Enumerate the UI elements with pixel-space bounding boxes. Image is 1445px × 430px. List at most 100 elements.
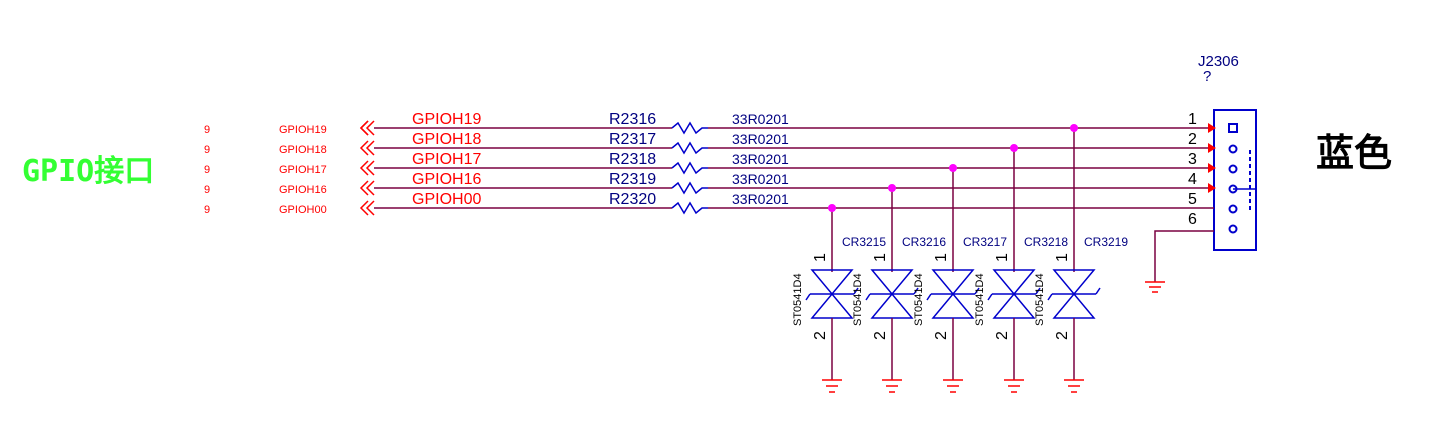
ground-icon <box>943 379 963 393</box>
svg-text:2: 2 <box>933 331 950 340</box>
pin-arrow-icon <box>1208 123 1216 133</box>
net-row: 9 GPIOH18 GPIOH18 R2317 33R0201 <box>204 131 1216 156</box>
resistor-icon <box>671 141 708 155</box>
resistor-icon <box>671 161 708 175</box>
ground-icon <box>822 379 842 393</box>
pin-6-circle <box>1228 224 1238 234</box>
svg-text:1: 1 <box>933 253 950 262</box>
net-rows: 9 GPIOH19 GPIOH19 R2316 33R0201 9 GPIOH1… <box>204 111 1216 216</box>
svg-text:2: 2 <box>872 331 889 340</box>
resistor-ref: R2320 <box>609 191 656 208</box>
junction-dot <box>949 164 957 172</box>
pin-arrow-icon <box>1208 163 1216 173</box>
svg-text:ST0541D4: ST0541D4 <box>852 273 864 326</box>
pin-1-square <box>1228 123 1238 133</box>
pin-arrow-icon <box>1208 143 1216 153</box>
ground-icon <box>1004 379 1024 393</box>
pin-3-circle <box>1228 164 1238 174</box>
svg-text:1: 1 <box>812 253 829 262</box>
svg-text:ST0541D4: ST0541D4 <box>913 273 925 326</box>
svg-text:ST0541D4: ST0541D4 <box>974 273 986 326</box>
junction-dot <box>1010 144 1018 152</box>
pin-number: 2 <box>1188 131 1197 148</box>
sheet-number: 9 <box>204 184 210 196</box>
svg-text:ST0541D4: ST0541D4 <box>1034 273 1046 326</box>
ground-icon <box>1064 379 1084 393</box>
tvs-drops <box>831 128 1075 272</box>
junction-dot <box>828 204 836 212</box>
off-page-connector-icon <box>359 160 375 176</box>
off-page-connector-icon <box>359 180 375 196</box>
connector-ref: J2306 <box>1198 53 1239 70</box>
resistor-value: 33R0201 <box>732 131 789 147</box>
color-note: 蓝色 <box>1316 131 1393 175</box>
svg-text:1: 1 <box>994 253 1011 262</box>
tvs-part-numbers: ST0541D4 ST0541D4 ST0541D4 ST0541D4 ST05… <box>792 273 1046 326</box>
tvs-ref: CR3219 <box>1084 235 1128 249</box>
ground-symbol <box>1145 281 1165 293</box>
pin-number: 4 <box>1188 171 1197 188</box>
sheet-number: 9 <box>204 164 210 176</box>
port-label: GPIOH18 <box>279 144 327 156</box>
svg-text:2: 2 <box>1054 331 1071 340</box>
net-row: 9 GPIOH16 GPIOH16 R2319 33R0201 <box>204 171 1216 196</box>
ground-icon <box>882 379 902 393</box>
port-label: GPIOH16 <box>279 184 327 196</box>
tvs-ref: CR3215 <box>842 235 886 249</box>
net-row: 9 GPIOH00 GPIOH00 R2320 33R0201 <box>204 191 1214 216</box>
resistor-value: 33R0201 <box>732 171 789 187</box>
page-title-gpio: GPIO接口 <box>22 154 155 189</box>
pin-5-circle <box>1228 204 1238 214</box>
resistor-ref: R2316 <box>609 111 656 128</box>
net-label: GPIOH00 <box>412 191 481 208</box>
tvs-diode-icon <box>1047 269 1101 319</box>
tvs-diode-icon <box>865 269 919 319</box>
resistor-ref: R2317 <box>609 131 656 148</box>
junction-dots <box>828 124 1078 212</box>
tvs-ground-wires <box>831 318 1075 380</box>
tvs-diodes <box>805 269 1101 319</box>
port-label: GPIOH19 <box>279 124 327 136</box>
pin-4-circle <box>1228 184 1238 194</box>
pin-number: 1 <box>1188 111 1197 128</box>
connector-j2306: J2306 ? 1 2 3 4 5 6 <box>1145 53 1257 293</box>
svg-text:1: 1 <box>1054 253 1071 262</box>
net-label: GPIOH16 <box>412 171 481 188</box>
net-row: 9 GPIOH19 GPIOH19 R2316 33R0201 <box>204 111 1216 136</box>
tvs-diode-icon <box>805 269 859 319</box>
pin-2-circle <box>1228 144 1238 154</box>
port-label: GPIOH17 <box>279 164 327 176</box>
resistor-value: 33R0201 <box>732 191 789 207</box>
sheet-number: 9 <box>204 144 210 156</box>
svg-text:ST0541D4: ST0541D4 <box>792 273 804 326</box>
off-page-connector-icon <box>359 140 375 156</box>
resistor-ref: R2319 <box>609 171 656 188</box>
svg-text:1: 1 <box>872 253 889 262</box>
tvs-ref: CR3218 <box>1024 235 1068 249</box>
connector-body <box>1213 109 1257 251</box>
tvs-diode-icon <box>926 269 980 319</box>
pin-number: 3 <box>1188 151 1197 168</box>
resistor-value: 33R0201 <box>732 151 789 167</box>
junction-dot <box>1070 124 1078 132</box>
svg-text:2: 2 <box>812 331 829 340</box>
ground-symbols <box>822 379 1084 393</box>
pin-arrow-icon <box>1208 183 1216 193</box>
tvs-ref: CR3216 <box>902 235 946 249</box>
net-label: GPIOH17 <box>412 151 481 168</box>
sheet-number: 9 <box>204 124 210 136</box>
sheet-number: 9 <box>204 204 210 216</box>
resistor-ref: R2318 <box>609 151 656 168</box>
connector-value: ? <box>1203 68 1211 85</box>
net-label: GPIOH19 <box>412 111 481 128</box>
pin-number: 6 <box>1188 211 1197 228</box>
resistor-value: 33R0201 <box>732 111 789 127</box>
resistor-icon <box>671 121 708 135</box>
junction-dot <box>888 184 896 192</box>
tvs-pin-numbers: 1 1 1 1 1 2 2 2 2 2 <box>812 253 1071 340</box>
net-row: 9 GPIOH17 GPIOH17 R2318 33R0201 <box>204 151 1216 176</box>
tvs-diode-icon <box>987 269 1041 319</box>
pin-number: 5 <box>1188 191 1197 208</box>
svg-text:2: 2 <box>994 331 1011 340</box>
